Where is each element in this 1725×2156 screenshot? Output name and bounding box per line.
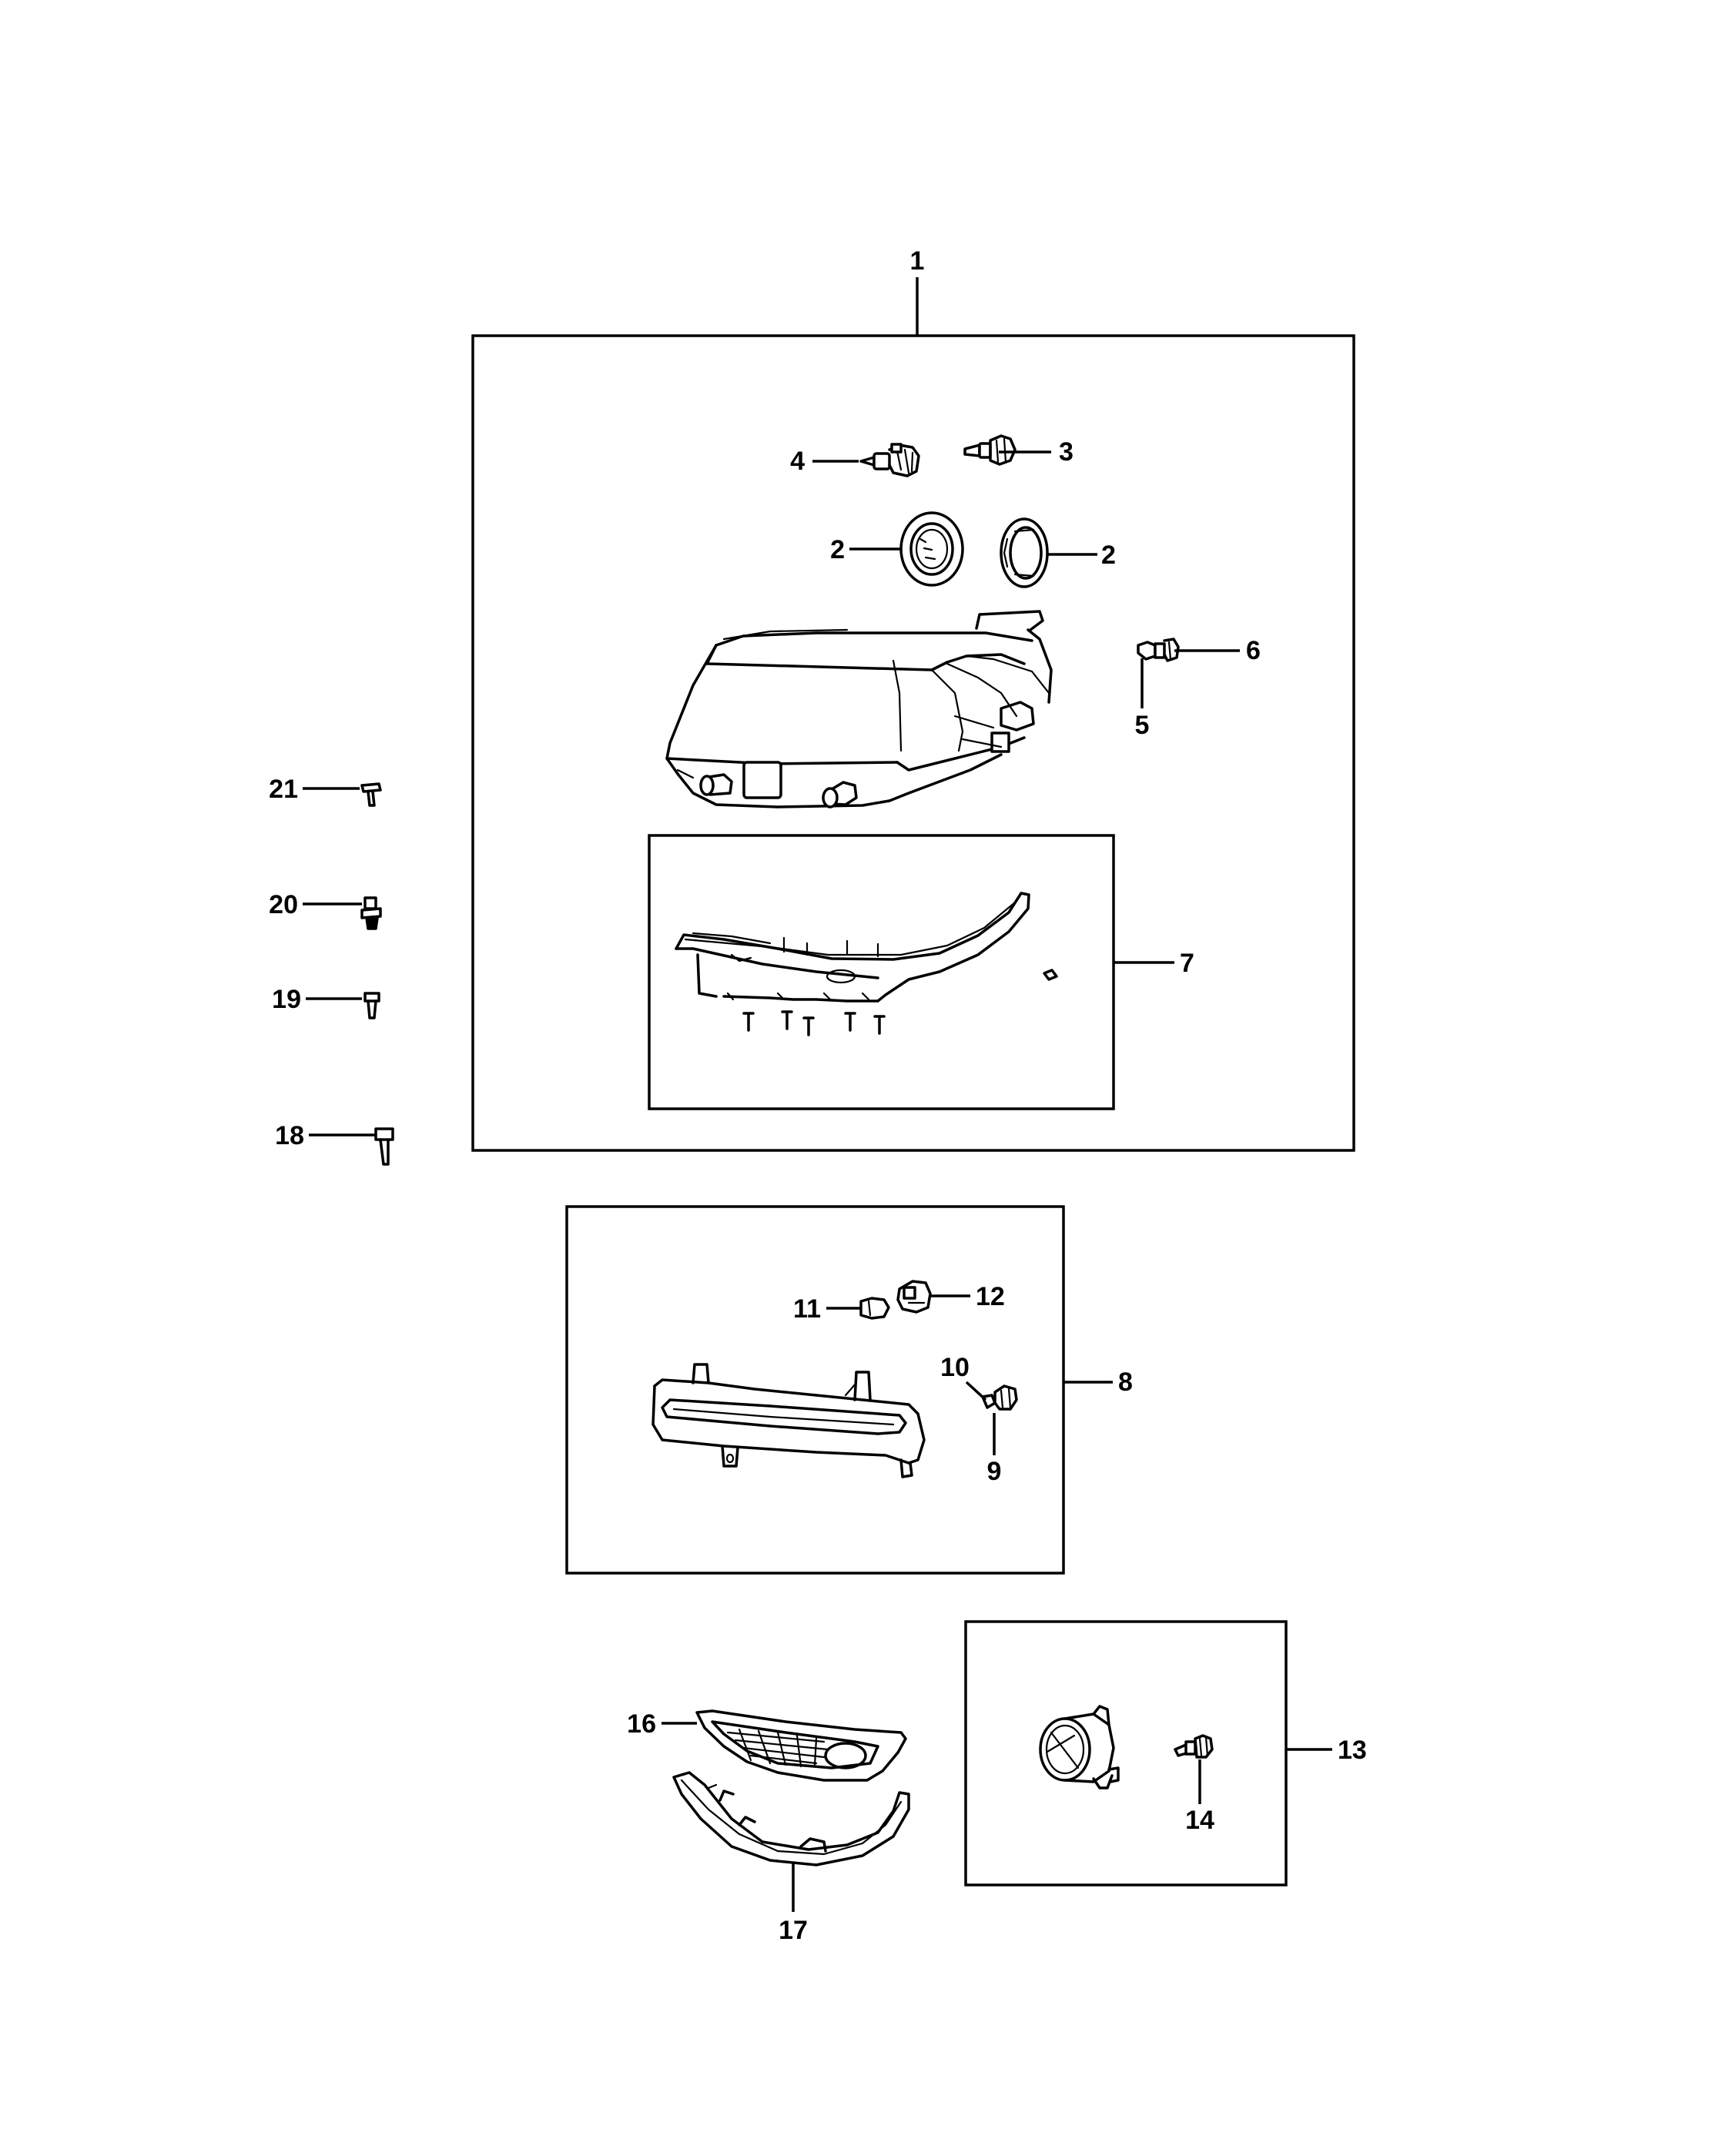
callout-10: 10	[940, 1353, 970, 1382]
callout-17: 17	[779, 1916, 808, 1945]
headlamp-housing-drawing	[665, 610, 1053, 808]
callout-4: 4	[790, 447, 805, 476]
callout-2a: 2	[830, 535, 845, 564]
screw-19-drawing	[363, 992, 380, 1019]
callout-3: 3	[1059, 437, 1074, 467]
headlamp-assembly-box	[471, 334, 1355, 1152]
side-marker-lamp-drawing	[651, 1363, 926, 1478]
bulb-11-drawing	[859, 1297, 890, 1320]
clip-20-drawing	[360, 896, 382, 930]
bulb-socket-5-6-drawing	[1137, 638, 1180, 662]
dust-cap-2b-drawing	[1000, 517, 1049, 588]
callout-7: 7	[1180, 949, 1194, 978]
callout-21: 21	[269, 775, 298, 804]
dust-cap-2a-drawing	[899, 511, 964, 587]
callout-5: 5	[1135, 711, 1150, 740]
callout-16: 16	[627, 1709, 656, 1739]
socket-12-drawing	[896, 1280, 932, 1314]
callout-12: 12	[976, 1282, 1005, 1311]
callout-2b: 2	[1101, 541, 1116, 570]
side-marker-box	[565, 1205, 1065, 1575]
callout-11: 11	[793, 1294, 821, 1324]
fog-lamp-box	[964, 1620, 1288, 1886]
bolt-18-drawing	[374, 1127, 394, 1166]
lower-trim-strip-drawing	[672, 1771, 910, 1866]
screw-21-drawing	[360, 782, 382, 807]
bracket-kit-box	[648, 834, 1115, 1110]
callout-14: 14	[1185, 1806, 1214, 1835]
callout-18: 18	[275, 1121, 304, 1150]
callout-19: 19	[272, 985, 301, 1014]
callout-13: 13	[1338, 1736, 1367, 1765]
bulb-socket-4-drawing	[859, 443, 920, 477]
fog-bulb-14-drawing	[1174, 1734, 1214, 1759]
bulb-socket-9-10-drawing	[981, 1384, 1018, 1411]
callout-1: 1	[910, 246, 925, 276]
callout-20: 20	[269, 890, 298, 919]
fog-bezel-grille-drawing	[695, 1709, 907, 1782]
callout-9: 9	[987, 1457, 1002, 1486]
headlamp-bracket-drawing	[675, 892, 1058, 1036]
fog-lamp-drawing	[1039, 1705, 1120, 1789]
callout-6: 6	[1246, 636, 1261, 665]
bulb-socket-3-drawing	[963, 434, 1017, 466]
callout-8: 8	[1118, 1368, 1133, 1397]
